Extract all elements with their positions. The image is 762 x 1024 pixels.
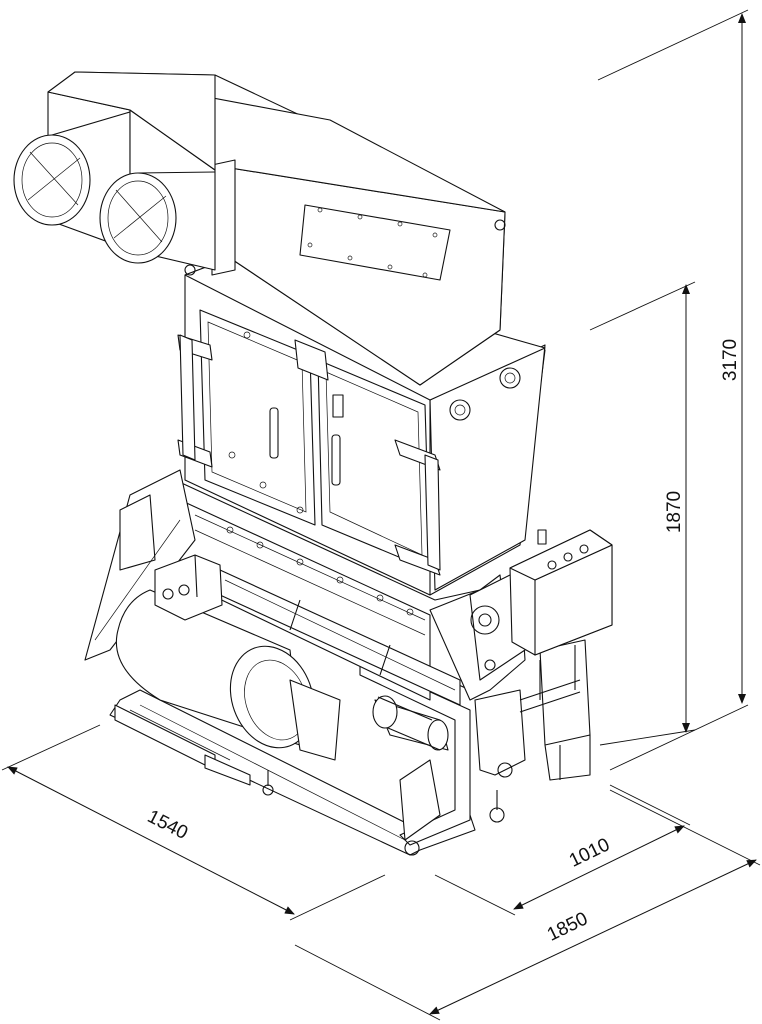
dimension-lines — [1, 9, 761, 1021]
electrical-cabinet — [509, 529, 613, 700]
intake-ducts — [13, 71, 216, 271]
dim-label-width-left: 1540 — [144, 806, 191, 844]
dim-label-height-total: 3170 — [720, 339, 741, 381]
dim-label-depth: 1010 — [566, 834, 613, 871]
dim-label-width-total: 1850 — [544, 908, 591, 945]
shredder-machine — [13, 71, 613, 856]
gearbox — [372, 695, 449, 751]
electric-motor — [115, 554, 341, 761]
right-supports — [474, 639, 591, 781]
dim-label-height-body: 1870 — [664, 491, 685, 533]
cutting-chamber — [174, 479, 526, 706]
